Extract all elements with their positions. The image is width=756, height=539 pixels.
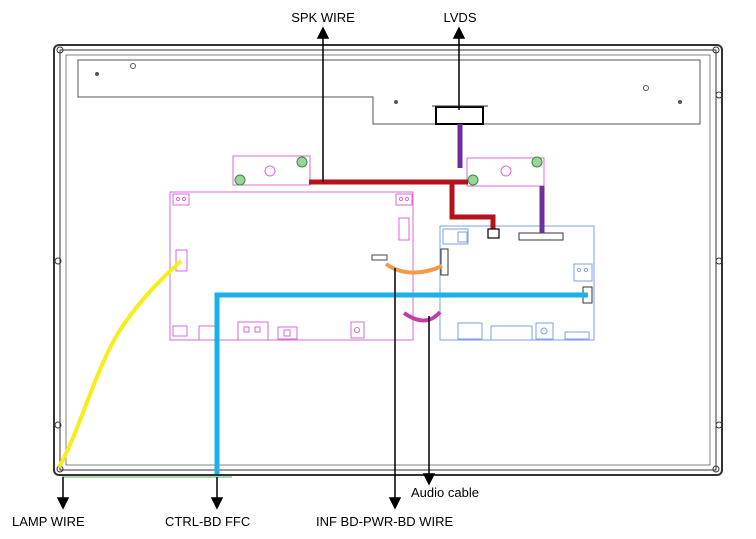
lamp-wire <box>57 259 183 468</box>
spk-wire-label: SPK WIRE <box>291 10 355 25</box>
top-bracket <box>77 59 701 125</box>
inf-bd-pwr-bd-wire-label: INF BD-PWR-BD WIRE <box>316 514 454 529</box>
panel-frame <box>53 44 723 476</box>
lvds-wire <box>457 124 545 233</box>
audio-cable-label: Audio cable <box>411 485 479 500</box>
lamp-wire-label: LAMP WIRE <box>12 514 85 529</box>
speaker-bracket-right <box>466 156 545 187</box>
ctrl-bd-ffc-wire <box>214 292 588 474</box>
inf-bd-pwr-bd-wire <box>384 262 443 275</box>
spk-wire <box>309 179 496 235</box>
control-board <box>439 225 595 341</box>
lvds-label: LVDS <box>444 10 477 25</box>
ctrl-bd-ffc-label: CTRL-BD FFC <box>165 514 250 529</box>
audio-cable <box>402 310 442 323</box>
speaker-bracket-left <box>232 155 311 186</box>
power-board <box>169 191 414 341</box>
callout-arrows <box>56 26 466 510</box>
